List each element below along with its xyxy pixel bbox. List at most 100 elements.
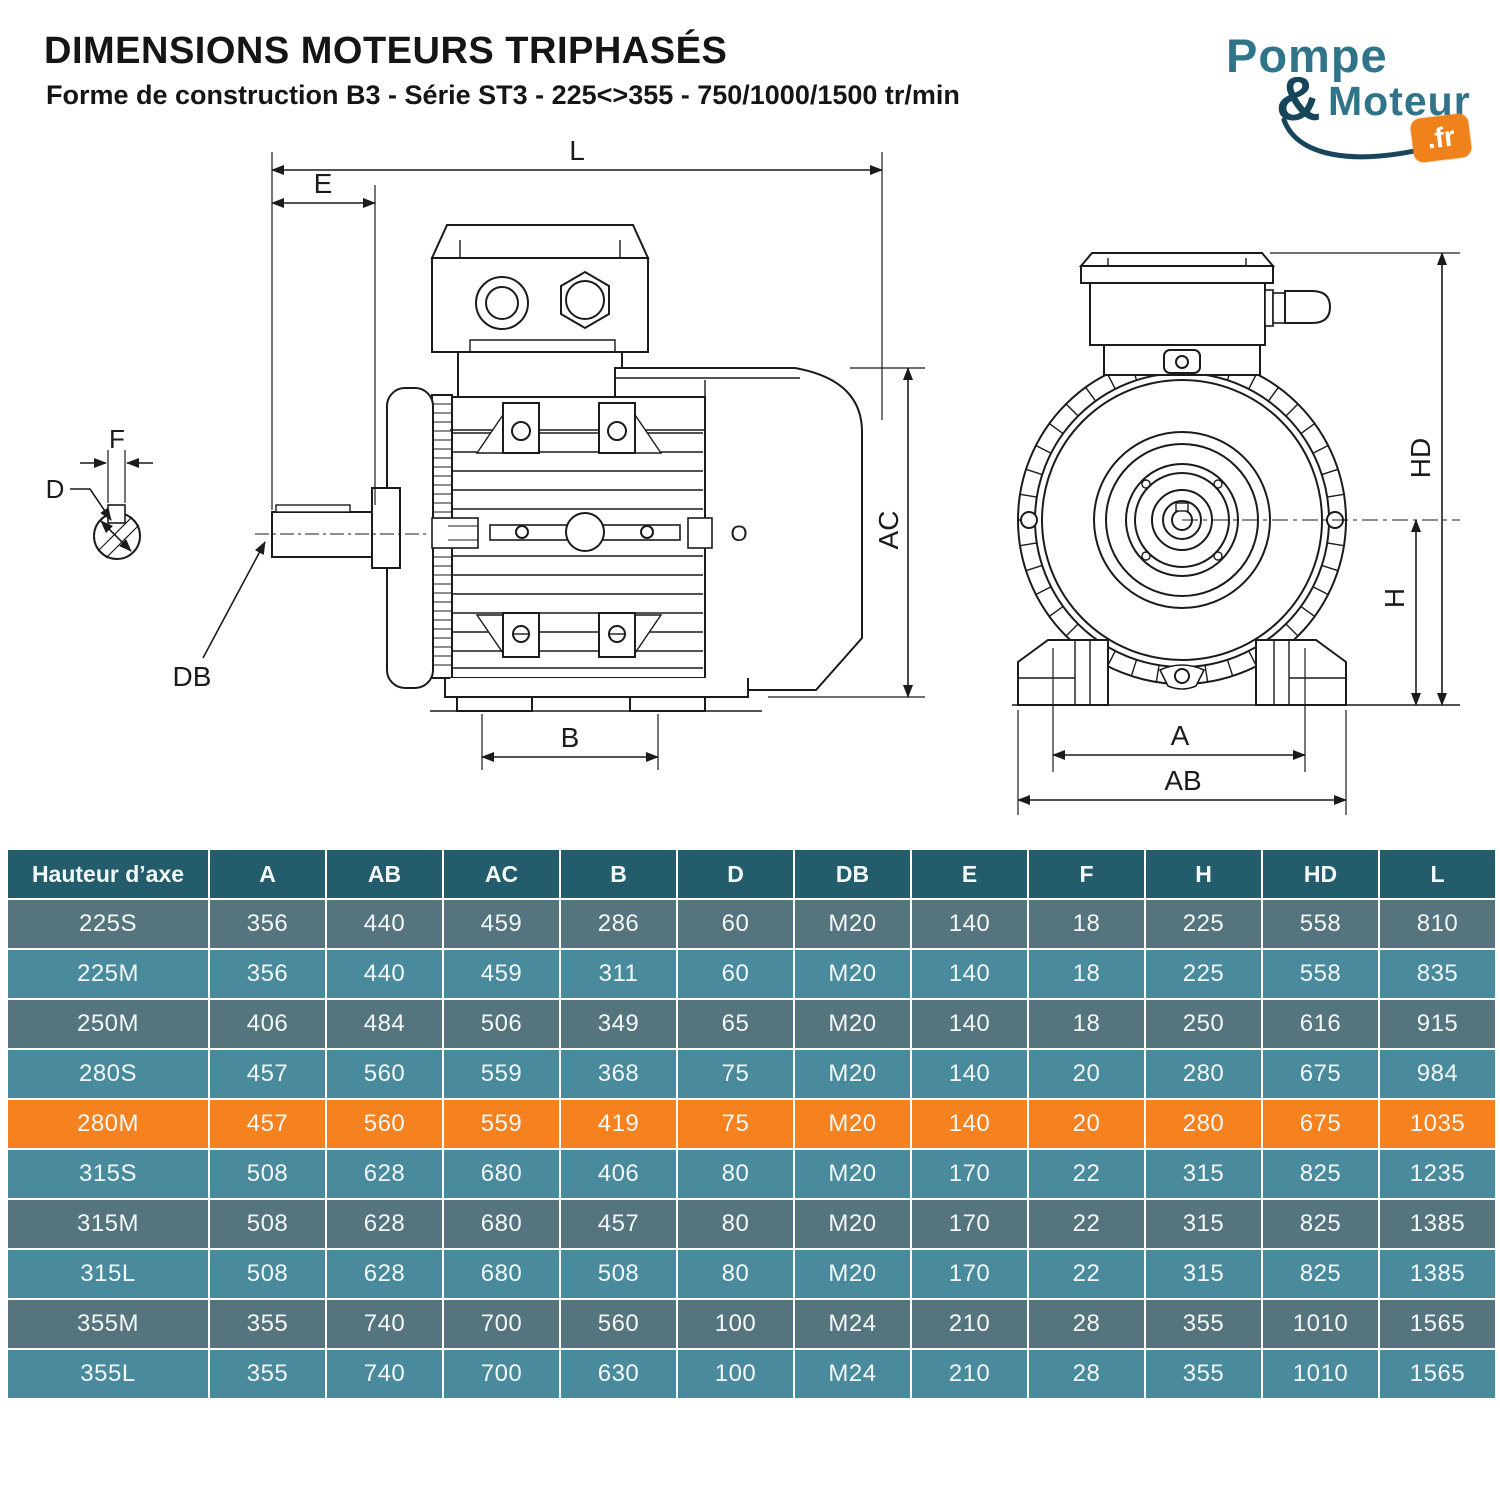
table-cell: 18 <box>1027 898 1146 950</box>
dim-label-a: A <box>1171 720 1190 751</box>
table-cell: 250 <box>1144 998 1263 1050</box>
table-cell: 680 <box>442 1198 561 1250</box>
table-cell: 1010 <box>1261 1348 1380 1400</box>
table-cell: M20 <box>793 1148 912 1200</box>
table-cell: 315S <box>6 1148 210 1200</box>
table-cell: 825 <box>1261 1248 1380 1300</box>
table-cell: M24 <box>793 1298 912 1350</box>
table-cell: 675 <box>1261 1098 1380 1150</box>
dim-label-ab: AB <box>1164 765 1201 796</box>
table-cell: 440 <box>325 948 444 1000</box>
table-cell: 170 <box>910 1248 1029 1300</box>
side-view-drawing <box>70 152 925 770</box>
table-cell: M20 <box>793 1248 912 1300</box>
table-cell: 22 <box>1027 1198 1146 1250</box>
table-cell: 80 <box>676 1148 795 1200</box>
table-cell: 100 <box>676 1348 795 1400</box>
dim-label-d: D <box>46 474 65 504</box>
table-cell: 250M <box>6 998 210 1050</box>
table-cell: 355L <box>6 1348 210 1400</box>
table-cell: 315 <box>1144 1198 1263 1250</box>
table-cell: 170 <box>910 1198 1029 1250</box>
table-cell: 75 <box>676 1098 795 1150</box>
table-cell: M20 <box>793 948 912 1000</box>
table-header-cell: AB <box>325 848 444 900</box>
dim-label-hd: HD <box>1405 438 1436 478</box>
table-cell: 280M <box>6 1098 210 1150</box>
table-cell: 100 <box>676 1298 795 1350</box>
table-cell: 825 <box>1261 1198 1380 1250</box>
table-cell: 1035 <box>1378 1098 1497 1150</box>
table-cell: 356 <box>208 898 327 950</box>
table-cell: 559 <box>442 1048 561 1100</box>
table-cell: 1385 <box>1378 1248 1497 1300</box>
table-cell: 28 <box>1027 1298 1146 1350</box>
table-cell: 457 <box>208 1048 327 1100</box>
table-cell: 506 <box>442 998 561 1050</box>
table-cell: 355 <box>1144 1298 1263 1350</box>
table-cell: 508 <box>559 1248 678 1300</box>
table-cell: 459 <box>442 948 561 1000</box>
table-header-cell: DB <box>793 848 912 900</box>
technical-drawing: L E F D DB B AC O HD H A AB <box>46 135 1460 815</box>
table-cell: 355 <box>208 1348 327 1400</box>
table-cell: 60 <box>676 898 795 950</box>
dim-label-l: L <box>569 135 585 166</box>
table-cell: 280 <box>1144 1098 1263 1150</box>
table-cell: 280 <box>1144 1048 1263 1100</box>
table-cell: 65 <box>676 998 795 1050</box>
table-cell: 457 <box>559 1198 678 1250</box>
table-cell: 406 <box>559 1148 678 1200</box>
page-title: DIMENSIONS MOTEURS TRIPHASÉS <box>44 30 728 72</box>
table-cell: 560 <box>325 1098 444 1150</box>
table-header-cell: F <box>1027 848 1146 900</box>
table-cell: 560 <box>559 1298 678 1350</box>
table-cell: 140 <box>910 1098 1029 1150</box>
logo-ampersand: & <box>1276 65 1321 134</box>
table-cell: 675 <box>1261 1048 1380 1100</box>
table-cell: 700 <box>442 1298 561 1350</box>
table-cell: 628 <box>325 1198 444 1250</box>
table-cell: 1565 <box>1378 1348 1497 1400</box>
table-cell: 1385 <box>1378 1198 1497 1250</box>
table-cell: 286 <box>559 898 678 950</box>
table-cell: 508 <box>208 1148 327 1200</box>
logo-word-pompe: Pompe <box>1226 29 1388 82</box>
table-cell: 459 <box>442 898 561 950</box>
table-cell: M20 <box>793 1198 912 1250</box>
table-cell: 315 <box>1144 1148 1263 1200</box>
table-cell: 311 <box>559 948 678 1000</box>
table-cell: 740 <box>325 1348 444 1400</box>
table-cell: 484 <box>325 998 444 1050</box>
table-cell: 225 <box>1144 948 1263 1000</box>
dim-label-e: E <box>314 168 333 199</box>
table-cell: 440 <box>325 898 444 950</box>
logo-swoosh-icon <box>1281 117 1431 160</box>
table-cell: 1010 <box>1261 1298 1380 1350</box>
table-cell: 628 <box>325 1248 444 1300</box>
table-cell: 225S <box>6 898 210 950</box>
table-header-cell: D <box>676 848 795 900</box>
table-header-cell: L <box>1378 848 1497 900</box>
table-cell: 558 <box>1261 898 1380 950</box>
table-cell: 75 <box>676 1048 795 1100</box>
table-cell: 80 <box>676 1248 795 1300</box>
table-cell: 406 <box>208 998 327 1050</box>
table-cell: 419 <box>559 1098 678 1150</box>
table-cell: 18 <box>1027 948 1146 1000</box>
table-cell: 140 <box>910 998 1029 1050</box>
table-cell: 315 <box>1144 1248 1263 1300</box>
table-cell: 835 <box>1378 948 1497 1000</box>
page-subtitle: Forme de construction B3 - Série ST3 - 2… <box>46 80 960 110</box>
dim-label-ac: AC <box>873 511 904 550</box>
table-cell: 28 <box>1027 1348 1146 1400</box>
